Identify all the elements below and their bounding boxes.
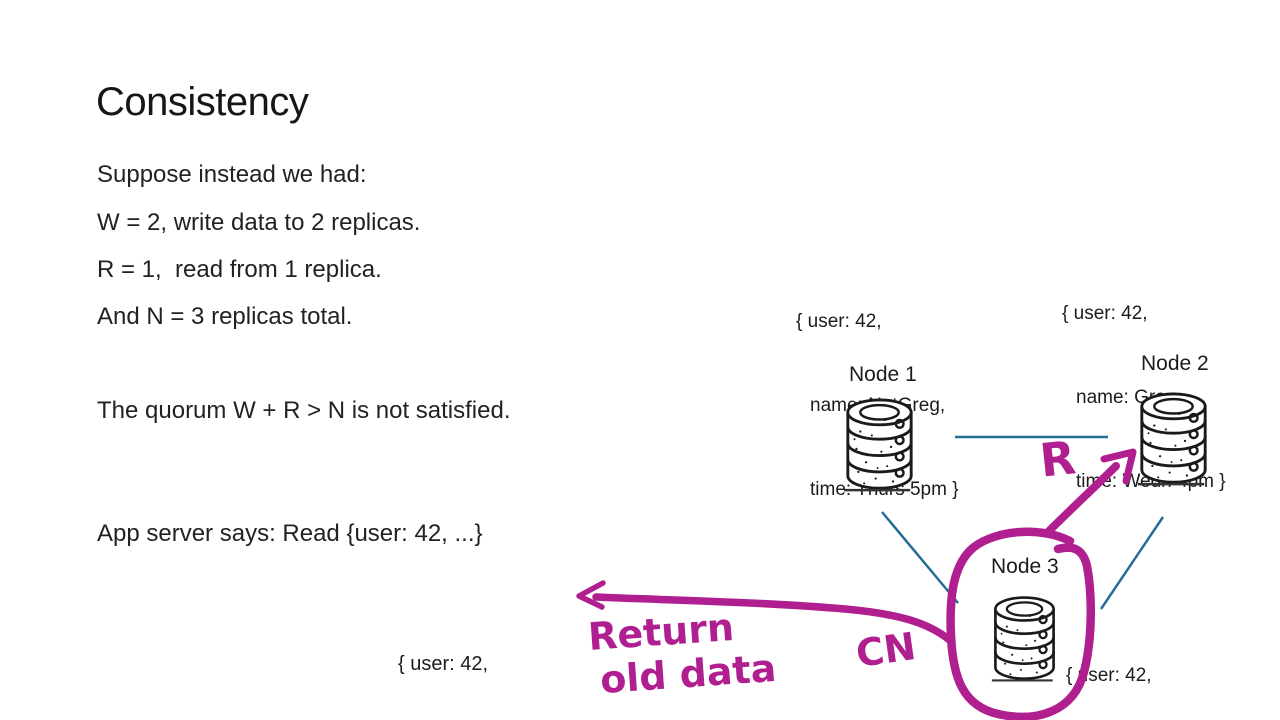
returned-record: { user: 42, name: Greg} (398, 582, 524, 720)
read-annotation-label: R (1037, 430, 1079, 488)
database-icon-node1 (843, 397, 916, 493)
node2-label: Node 2 (1141, 352, 1209, 375)
body-line-n3: And N = 3 replicas total. (97, 303, 353, 330)
return-arrow-head (576, 580, 606, 610)
node1-label: Node 1 (849, 363, 917, 386)
database-icon-node3 (991, 592, 1058, 686)
record-line: { user: 42, (1066, 665, 1152, 686)
slide-title: Consistency (96, 80, 309, 124)
node3-label: Node 3 (991, 555, 1059, 578)
cn-annotation-label: CN (853, 624, 919, 676)
database-icon-node2 (1137, 391, 1210, 487)
body-line-w2: W = 2, write data to 2 replicas. (97, 209, 421, 236)
body-line-appserver: App server says: Read {user: 42, ...} (97, 520, 483, 547)
body-line-quorum: The quorum W + R > N is not satisfied. (97, 397, 511, 424)
node3-record: { user: 42, name: NotGreg, time: Thurs 5… (1066, 606, 1229, 720)
record-line: { user: 42, (796, 311, 882, 332)
body-line-suppose: Suppose instead we had: (97, 161, 367, 188)
record-line: { user: 42, (398, 653, 489, 675)
record-line: { user: 42, (1062, 303, 1148, 324)
body-line-r1: R = 1, read from 1 replica. (97, 256, 382, 283)
